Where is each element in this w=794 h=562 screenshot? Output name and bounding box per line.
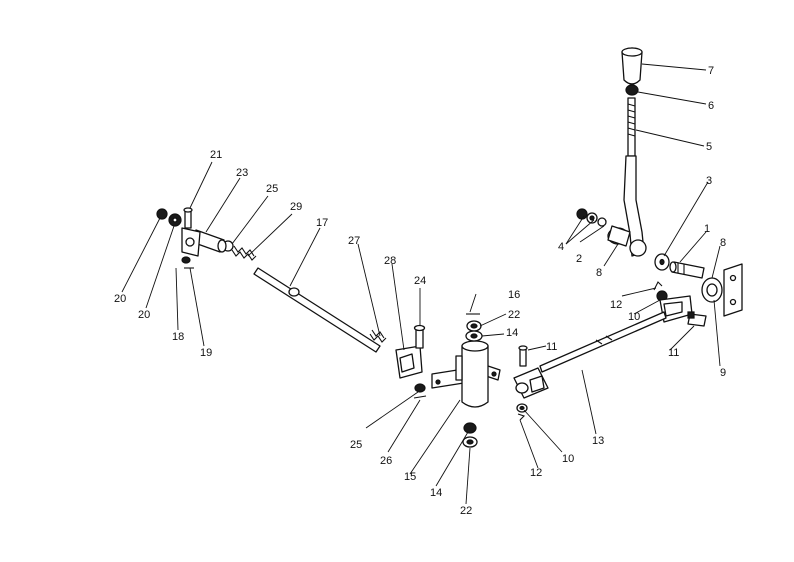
label-1: 1 bbox=[704, 223, 710, 235]
lever-pivot-shaft bbox=[669, 261, 705, 279]
label-10-bottom: 10 bbox=[562, 453, 574, 465]
lever-bracket-plate bbox=[701, 263, 743, 317]
label-25-top: 25 bbox=[266, 183, 278, 195]
label-11-right: 11 bbox=[668, 347, 679, 359]
spring-27 bbox=[369, 329, 387, 343]
label-19: 19 bbox=[200, 347, 212, 359]
lever-washer-3 bbox=[654, 253, 670, 271]
label-17: 17 bbox=[316, 217, 328, 229]
label-8-left: 8 bbox=[596, 267, 602, 279]
label-6: 6 bbox=[708, 100, 714, 112]
label-18: 18 bbox=[172, 331, 184, 343]
label-23: 23 bbox=[236, 167, 248, 179]
label-22-top: 22 bbox=[508, 309, 520, 321]
label-14-top: 14 bbox=[506, 327, 518, 339]
clevis-left-end bbox=[181, 227, 201, 257]
label-10-top: 10 bbox=[628, 311, 640, 323]
nuts-20 bbox=[156, 208, 182, 227]
shift-lever bbox=[623, 155, 647, 257]
pivot-shaft-tube bbox=[455, 340, 489, 408]
connecting-rod bbox=[539, 311, 667, 373]
label-12-top: 12 bbox=[610, 299, 622, 311]
clip-pin-12-bottom bbox=[517, 413, 526, 421]
label-7: 7 bbox=[708, 65, 714, 77]
knob-nut bbox=[625, 84, 639, 96]
label-14-bottom: 14 bbox=[430, 487, 442, 499]
label-15: 15 bbox=[404, 471, 416, 483]
label-28: 28 bbox=[384, 255, 396, 267]
pin-11-left bbox=[518, 345, 528, 367]
label-26: 26 bbox=[380, 455, 392, 467]
shift-rod-17 bbox=[253, 267, 381, 353]
label-20-left: 20 bbox=[114, 293, 126, 305]
label-22-bottom: 22 bbox=[460, 505, 472, 517]
spring-29 bbox=[231, 245, 257, 261]
label-20-right: 20 bbox=[138, 309, 150, 321]
top-washer-22 bbox=[466, 320, 482, 332]
label-8-right: 8 bbox=[720, 237, 726, 249]
bolt-24 bbox=[413, 324, 426, 349]
shift-knob bbox=[621, 47, 643, 85]
pin-21 bbox=[183, 207, 193, 229]
label-25-bottom: 25 bbox=[350, 439, 362, 451]
label-3: 3 bbox=[706, 175, 712, 187]
label-21: 21 bbox=[210, 149, 222, 161]
clevis-right bbox=[659, 295, 693, 323]
washer-10-bottom bbox=[516, 403, 528, 413]
clip-26 bbox=[413, 395, 427, 399]
label-29: 29 bbox=[290, 201, 302, 213]
pin-11-right bbox=[687, 311, 707, 327]
clip-pin-12-top bbox=[653, 281, 663, 291]
washer-18 bbox=[181, 256, 191, 264]
label-9: 9 bbox=[720, 367, 726, 379]
washer-25-bottom bbox=[414, 383, 426, 393]
part-number-labels: 7 6 5 3 1 8 9 8 2 4 12 10 11 13 11 10 12… bbox=[114, 65, 726, 517]
leader-lines bbox=[121, 63, 721, 505]
label-24: 24 bbox=[414, 275, 426, 287]
threaded-lever-end bbox=[627, 97, 636, 157]
label-5: 5 bbox=[706, 141, 712, 153]
bottom-washer-22 bbox=[462, 436, 478, 448]
top-bushing-14 bbox=[465, 330, 483, 342]
lever-plate-8 bbox=[607, 225, 631, 247]
label-12-bottom: 12 bbox=[530, 467, 542, 479]
label-4: 4 bbox=[558, 241, 564, 253]
label-11-left: 11 bbox=[546, 341, 557, 353]
label-16: 16 bbox=[508, 289, 520, 301]
label-13: 13 bbox=[592, 435, 604, 447]
washers-2-4 bbox=[576, 208, 607, 227]
clevis-left-rod bbox=[513, 367, 549, 399]
label-2: 2 bbox=[576, 253, 582, 265]
bracket-28 bbox=[395, 345, 423, 379]
label-27: 27 bbox=[348, 235, 360, 247]
bottom-bushing-14 bbox=[463, 422, 477, 434]
